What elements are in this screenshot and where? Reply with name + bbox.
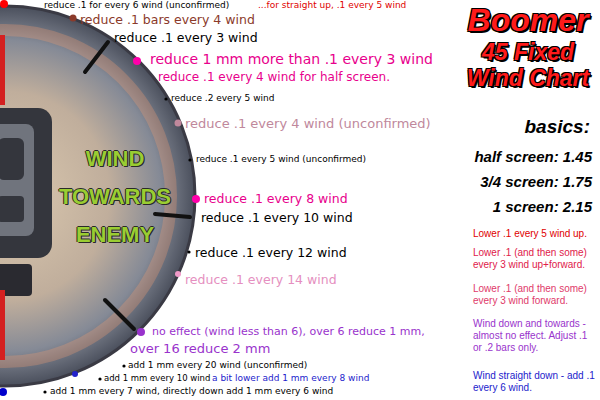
wind-note: reduce 1 mm more than .1 every 3 wind: [150, 51, 433, 68]
dial-logo: [0, 108, 52, 296]
wind-note: reduce .1 for every 6 wind (unconfirmed): [44, 0, 229, 11]
wind-note: a bit lower add 1 mm every 8 wind: [212, 373, 369, 384]
side-note: Lower .1 every 5 wind up.: [473, 228, 595, 240]
chart-title: Boomer 45 Fixed Wind Chart: [462, 2, 594, 92]
wind-note: reduce .2 every 5 wind: [171, 93, 274, 104]
side-note: Wind straight down - add .1 every 6 wind…: [473, 370, 595, 394]
wind-note: reduce .1 every 4 wind for half screen.: [158, 70, 390, 84]
wind-note: reduce .1 every 10 wind: [201, 210, 353, 225]
side-note: Lower .1 (and then some) every 3 wind up…: [473, 247, 595, 271]
basics-text: 1 screen: 2.15: [493, 198, 592, 216]
wind-note: reduce .1 every 8 wind: [204, 191, 348, 206]
side-note: Lower .1 (and then some) every 3 wind fo…: [473, 283, 595, 307]
wind-note: ...for straight up, .1 every 5 wind: [258, 0, 406, 11]
dial-caption: WIND TOWARDS ENEMY: [50, 140, 180, 254]
wind-note: reduce .1 bars every 4 wind: [80, 12, 255, 27]
wind-note: reduce .1 every 12 wind: [195, 245, 347, 260]
wind-note: reduce .1 every 3 wind: [114, 30, 258, 45]
wind-note: over 16 reduce 2 mm: [130, 341, 270, 357]
wind-note: reduce .1 every 5 wind (unconfirmed): [196, 154, 366, 165]
wind-note: no effect (wind less than 6), over 6 red…: [152, 325, 425, 338]
basics-text: 3/4 screen: 1.75: [480, 173, 592, 191]
basics-text: half screen: 1.45: [474, 148, 592, 166]
wind-note: add 1 mm every 20 wind (unconfirmed): [128, 360, 307, 371]
dial-red-marks: [0, 35, 5, 360]
wind-note: reduce .1 every 14 wind: [185, 272, 337, 287]
wind-note: reduce .1 every 4 wind (unconfirmed): [185, 116, 431, 132]
wind-note: add 1 mm every 10 wind: [104, 373, 210, 383]
side-note: Wind down and towards - almost no effect…: [473, 318, 595, 354]
basics-text: basics:: [525, 116, 590, 139]
wind-note: add 1 mm every 7 wind, directly down add…: [50, 386, 333, 397]
